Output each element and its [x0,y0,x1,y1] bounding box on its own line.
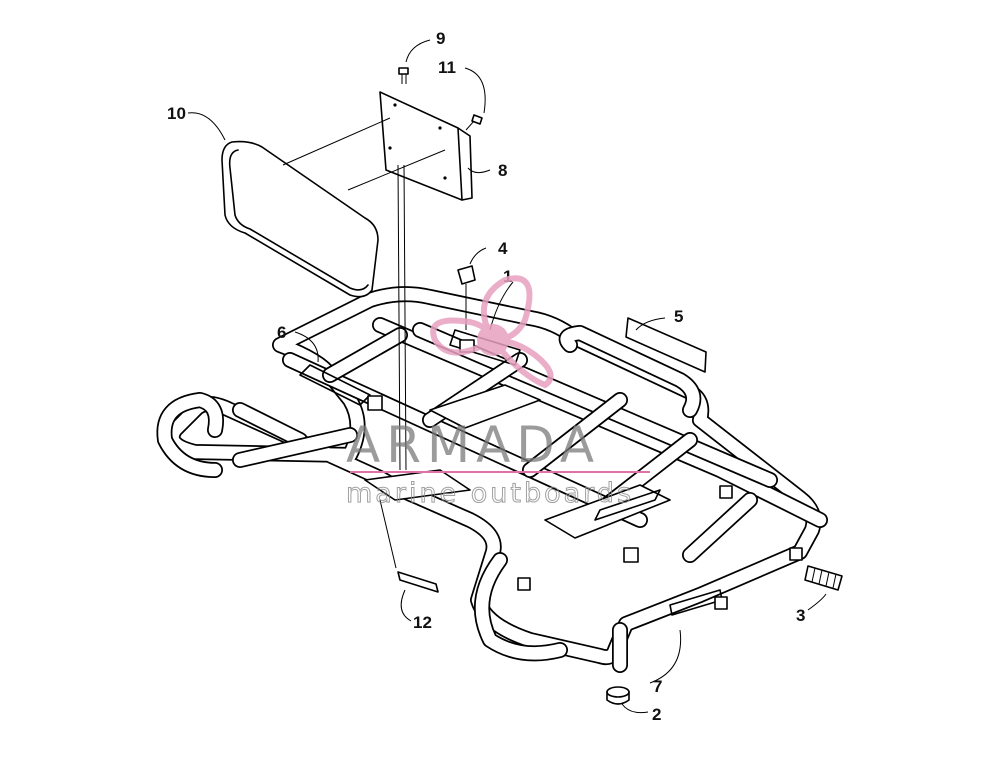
grip-part-3 [804,565,843,591]
callout-11: 11 [438,58,456,77]
callout-labels: 1 2 3 4 5 6 7 8 9 10 11 12 [167,29,805,724]
callout-9: 9 [436,29,445,48]
decal-part-5 [625,317,707,373]
callout-5: 5 [674,307,683,326]
callout-8: 8 [498,161,507,180]
clip-part-12 [379,499,439,593]
callout-10: 10 [167,104,186,123]
callout-12: 12 [413,613,432,632]
callout-7: 7 [653,677,662,696]
callout-3: 3 [796,606,805,625]
screw-part-9 [398,67,409,84]
screw-part-11 [465,114,483,131]
callout-2: 2 [652,705,661,724]
propeller-logo [430,275,554,389]
watermark: ARMADA marine outboards [346,275,650,510]
rack-frame [156,286,828,673]
callout-4: 4 [498,239,508,258]
foot-cap-part-2 [606,686,630,705]
backrest-bracket [282,91,473,471]
callout-6: 6 [277,323,286,342]
watermark-title: ARMADA [346,416,600,474]
backrest-pad [221,140,379,298]
watermark-subtitle: marine outboards [346,478,634,509]
